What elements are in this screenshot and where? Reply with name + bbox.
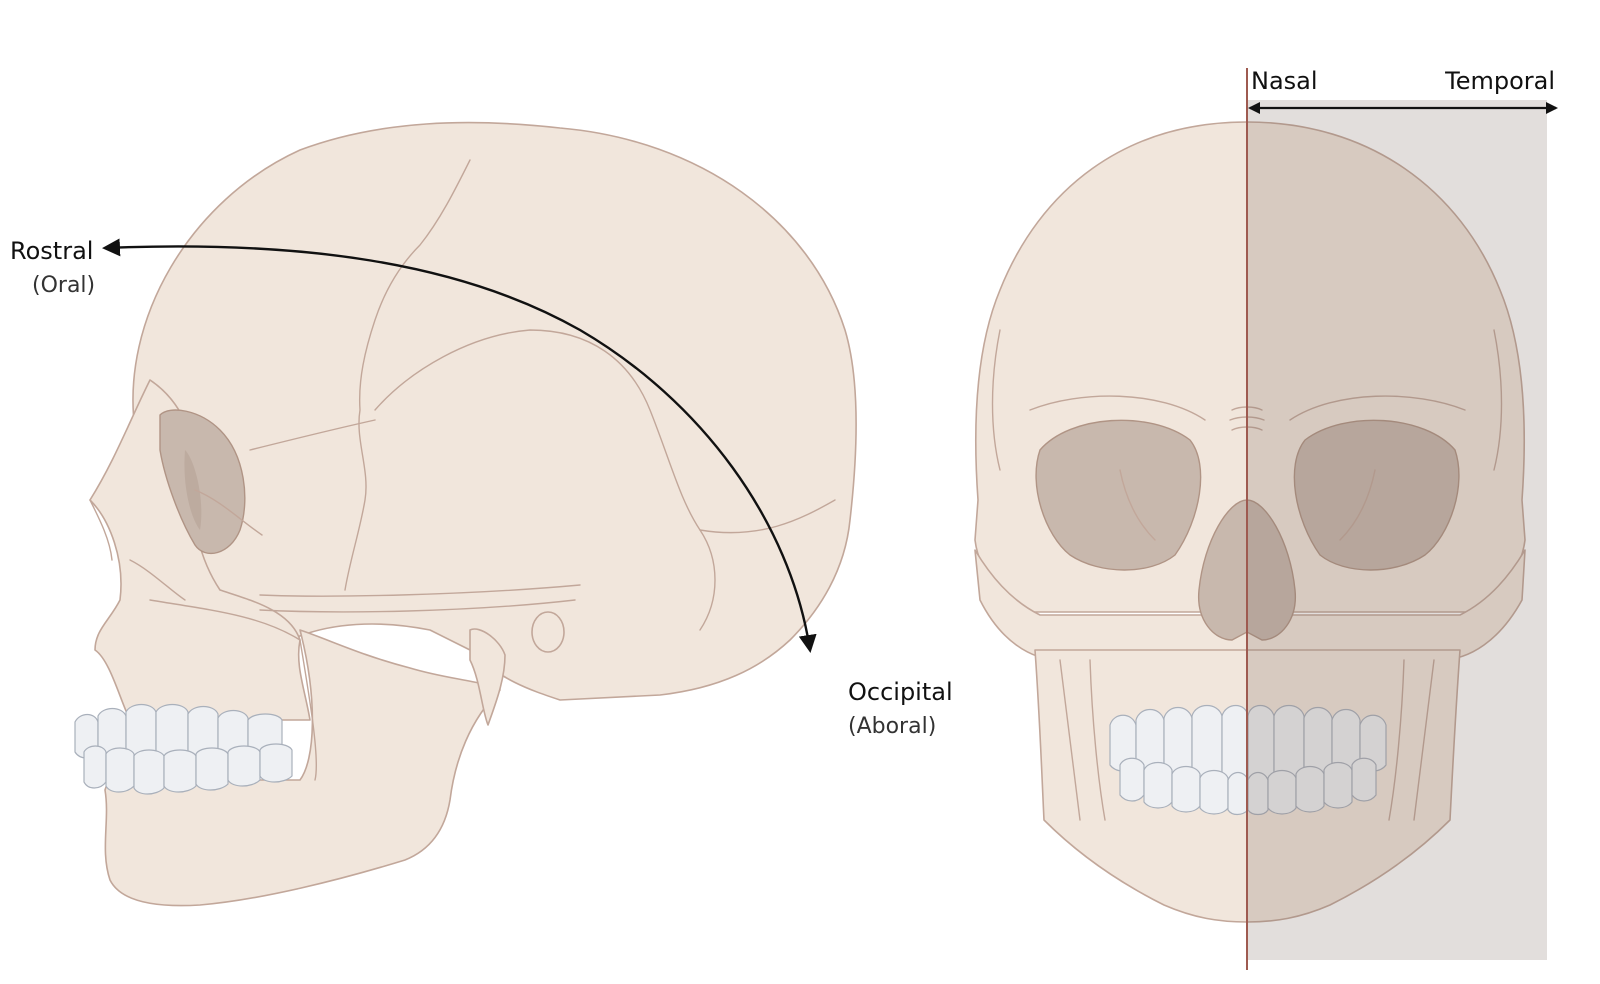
rostral-label: Rostral — [10, 237, 93, 265]
oral-label: (Oral) — [32, 273, 95, 298]
frontal-teeth — [1109, 704, 1387, 816]
aboral-label: (Aboral) — [848, 714, 936, 739]
nasal-label: Nasal — [1251, 67, 1318, 95]
rostral-occipital-arrow — [102, 238, 817, 653]
frontal-orbit-left — [1035, 419, 1202, 571]
temporal-label: Temporal — [1444, 67, 1555, 95]
lateral-teeth — [74, 703, 293, 795]
occipital-label: Occipital — [848, 678, 953, 706]
temporal-half-shading — [1247, 100, 1547, 960]
frontal-orbit-right — [1293, 419, 1460, 571]
